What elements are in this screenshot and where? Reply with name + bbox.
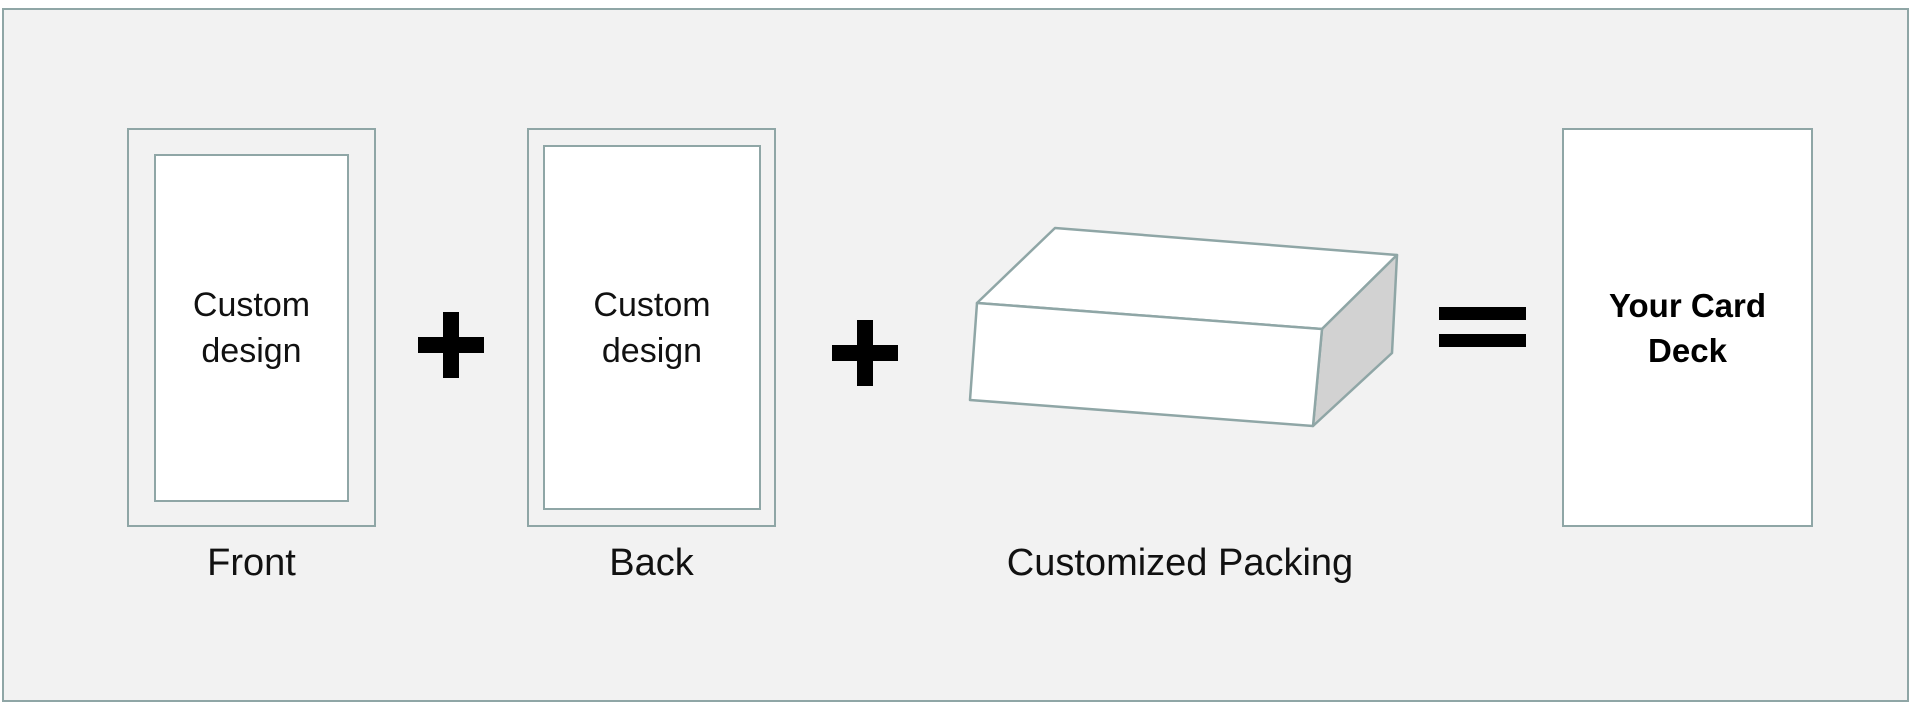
plus-icon-1 — [418, 312, 484, 378]
back-card-outer — [527, 128, 776, 527]
front-card-text: Custom design — [192, 286, 311, 370]
plus-icon-2 — [832, 320, 898, 386]
front-card-outer — [127, 128, 376, 527]
back-caption: Back — [609, 542, 694, 584]
front-caption: Front — [207, 542, 296, 584]
packing-box-front — [968, 301, 1324, 428]
packing-caption: Customized Packing — [1006, 542, 1354, 584]
back-card-text: Custom design — [593, 285, 711, 370]
result-card-text: Your Card Deck — [1608, 286, 1767, 369]
packing-box-icon — [968, 226, 1399, 428]
equals-icon — [1439, 307, 1526, 347]
front-card-inner: Custom design — [154, 154, 349, 502]
back-card-inner: Custom design — [543, 145, 761, 510]
result-card: Your Card Deck — [1562, 128, 1813, 527]
